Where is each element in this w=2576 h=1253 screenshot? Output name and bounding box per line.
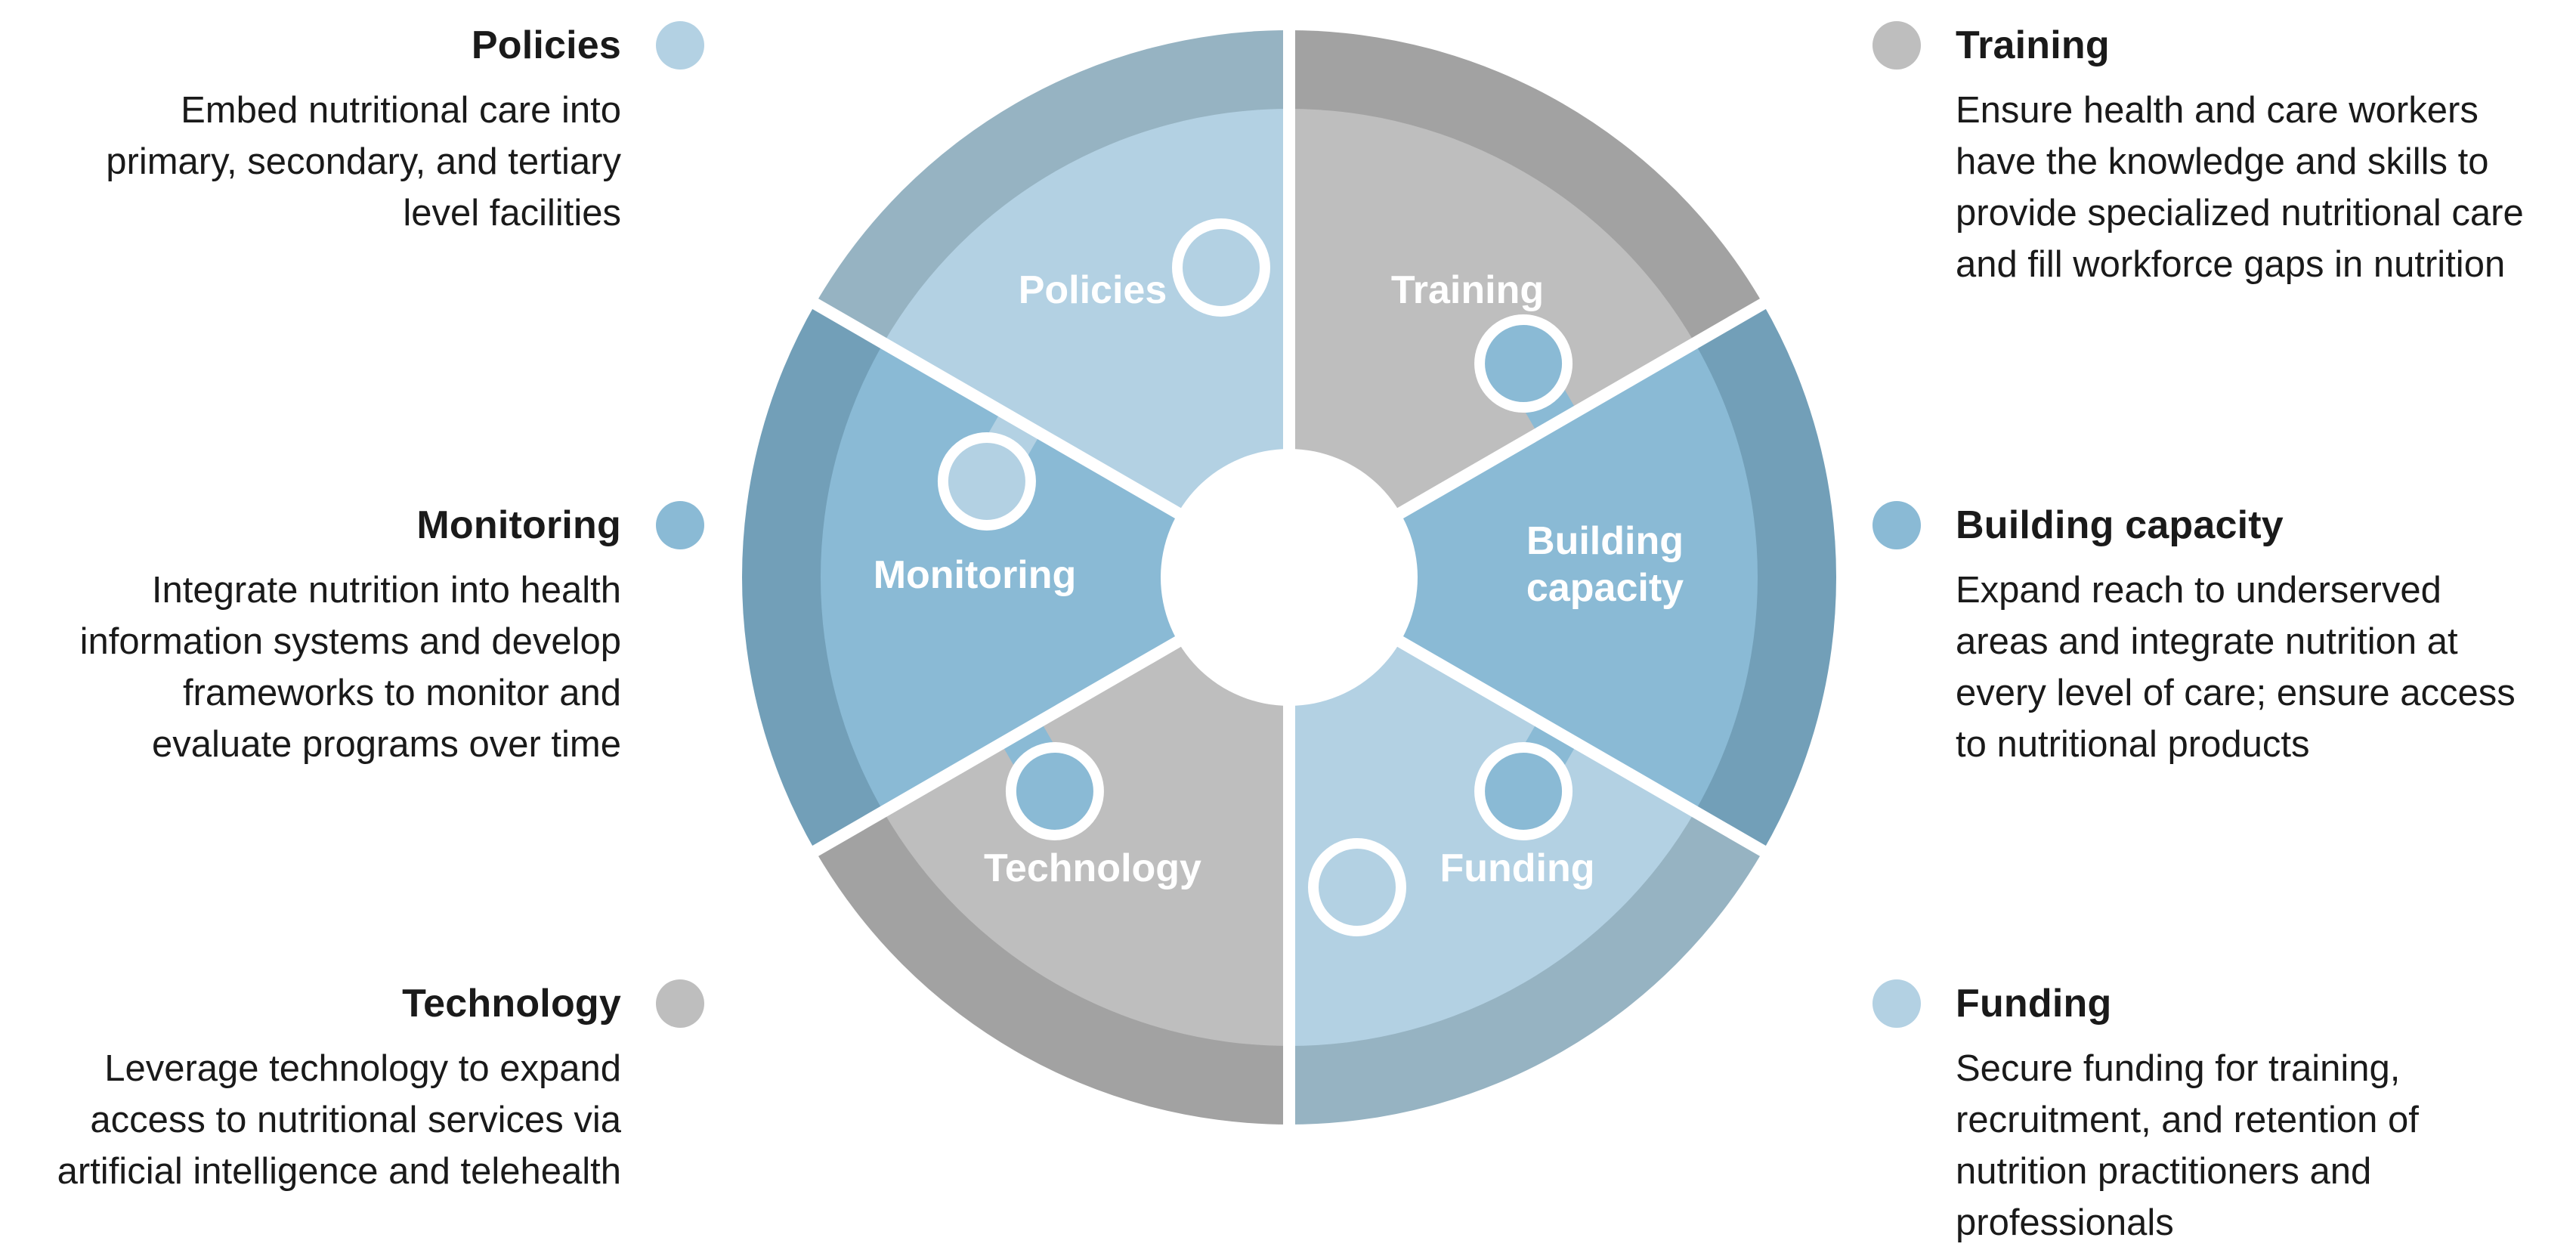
legend-dot-technology	[656, 979, 704, 1028]
puzzle-tab-knob	[1474, 741, 1573, 840]
legend-title: Training	[1956, 23, 2110, 67]
segment-body-training	[1289, 109, 1695, 513]
legend-dot-training	[1872, 21, 1921, 70]
legend-description: Integrate nutrition into health informat…	[79, 570, 621, 765]
puzzle-tab-knob	[1172, 218, 1270, 317]
segment-body-funding	[1289, 642, 1695, 1046]
legend-description: Embed nutritional care into primary, sec…	[106, 90, 621, 234]
segment-label-technology: Technology	[984, 846, 1201, 890]
segment-body-policies	[883, 109, 1289, 513]
legend-title: Building capacity	[1956, 503, 2284, 547]
segment-building-capacity	[1383, 304, 1836, 851]
segment-monitoring	[741, 304, 1195, 851]
wheel-center-hole	[1161, 449, 1418, 706]
puzzle-tab-knob	[1005, 741, 1104, 840]
legend-dot-funding	[1872, 979, 1921, 1028]
segment-body-building-capacity	[1383, 343, 1758, 812]
segment-body-monitoring	[821, 343, 1195, 812]
segment-policies	[815, 30, 1289, 513]
segment-separator	[809, 297, 1183, 519]
legend-description: Ensure health and care workers have the …	[1956, 90, 2524, 285]
legend-dot-monitoring	[656, 501, 704, 549]
legend-title: Technology	[402, 982, 621, 1026]
segment-label-policies: Policies	[1019, 268, 1167, 312]
puzzle-tab-knob	[1308, 838, 1406, 936]
segment-separator	[809, 636, 1183, 858]
legend-title: Monitoring	[416, 503, 621, 547]
segment-label-funding: Funding	[1440, 846, 1594, 890]
segment-funding	[1289, 642, 1764, 1125]
legend-dot-building-capacity	[1872, 501, 1921, 549]
puzzle-tab-knob	[1474, 314, 1573, 413]
legend-description: Leverage technology to expand access to …	[57, 1048, 621, 1192]
segment-body-technology	[883, 642, 1289, 1046]
legend-description: Secure funding for training, recruitment…	[1956, 1048, 2419, 1243]
segment-separator	[1396, 297, 1769, 519]
segment-training	[1289, 30, 1764, 513]
segment-label-monitoring: Monitoring	[874, 553, 1077, 597]
legend-dot-policies	[656, 21, 704, 70]
segment-separator	[1396, 636, 1769, 858]
segment-technology	[815, 642, 1289, 1125]
legend-title: Policies	[471, 23, 621, 67]
puzzle-tab-knob	[937, 432, 1036, 531]
segment-label-training: Training	[1391, 268, 1544, 312]
legend-description: Expand reach to underserved areas and in…	[1956, 570, 2516, 765]
legend-title: Funding	[1956, 982, 2112, 1026]
